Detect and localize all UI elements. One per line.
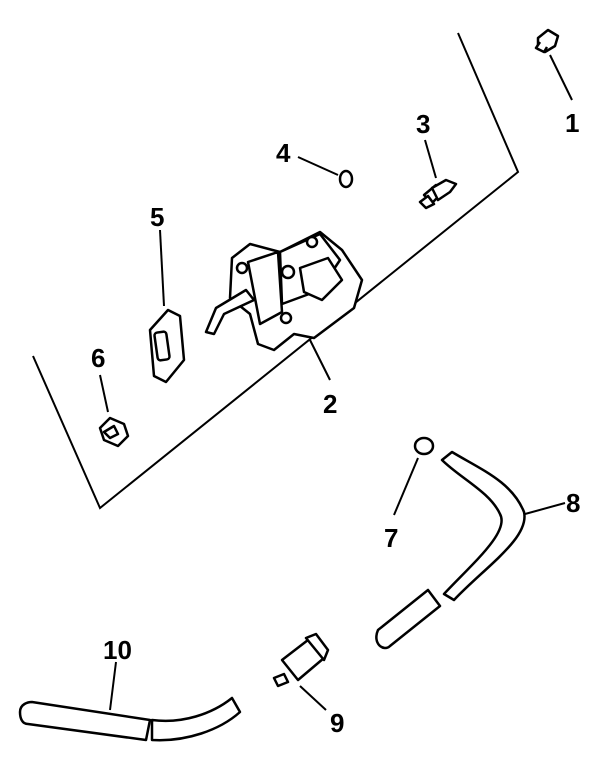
callout-2: 2: [323, 389, 337, 419]
part-2-fuel-pump: [204, 230, 364, 381]
callout-9: 9: [330, 708, 344, 738]
callout-1: 1: [565, 108, 579, 138]
callout-6: 6: [91, 343, 105, 373]
callout-7: 7: [384, 523, 398, 553]
part-8-hose: [375, 450, 566, 650]
callout-4: 4: [276, 138, 291, 168]
part-9-filter: [272, 632, 330, 711]
part-6-fitting: [98, 374, 130, 448]
part-10-hose: [18, 661, 242, 742]
callout-5: 5: [150, 202, 164, 232]
callout-3: 3: [416, 109, 430, 139]
part-1-fitting: [534, 28, 573, 101]
part-7-clamp: [393, 436, 435, 516]
part-4-nut: [297, 156, 354, 189]
assembly-outline: [32, 32, 520, 510]
callout-10: 10: [103, 635, 132, 665]
part-5-gasket: [148, 229, 186, 384]
callout-8: 8: [566, 488, 580, 518]
part-3-fitting: [418, 139, 458, 210]
